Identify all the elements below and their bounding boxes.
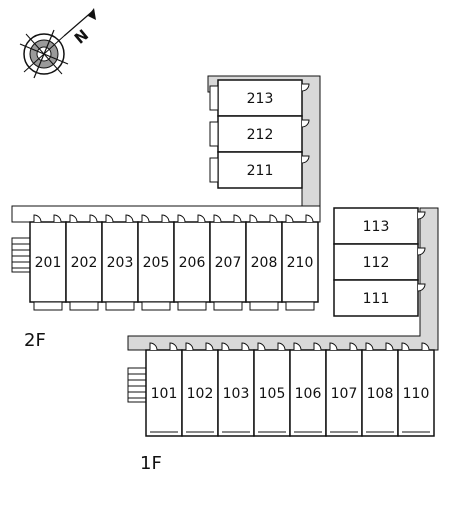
door-icon xyxy=(33,214,42,223)
unit-label: 211 xyxy=(247,163,274,179)
door-icon xyxy=(205,342,214,351)
door-icon xyxy=(417,211,426,220)
unit-label: 108 xyxy=(367,386,394,402)
door-icon xyxy=(305,214,314,223)
unit-201: 201 xyxy=(29,214,67,311)
door-icon xyxy=(269,214,278,223)
unit-label: 101 xyxy=(151,386,178,402)
door-icon xyxy=(177,214,186,223)
door-icon xyxy=(125,214,134,223)
unit-label: 110 xyxy=(403,386,430,402)
door-icon xyxy=(293,342,302,351)
staircase-1f xyxy=(127,367,147,403)
door-icon xyxy=(185,342,194,351)
staircase-2f xyxy=(11,237,31,273)
door-icon xyxy=(285,214,294,223)
unit-208: 208 xyxy=(245,214,283,311)
unit-108: 108 xyxy=(361,342,399,437)
door-icon xyxy=(197,214,206,223)
door-icon xyxy=(69,214,78,223)
unit-label: 203 xyxy=(107,255,134,271)
floor-label-1f: 1F xyxy=(140,453,162,474)
unit-205: 205 xyxy=(137,214,175,311)
unit-202: 202 xyxy=(65,214,103,311)
unit-213: 213 xyxy=(209,79,310,117)
unit-111: 111 xyxy=(333,279,426,317)
unit-label: 207 xyxy=(215,255,242,271)
unit-label: 202 xyxy=(71,255,98,271)
door-icon xyxy=(233,214,242,223)
unit-label: 210 xyxy=(287,255,314,271)
door-icon xyxy=(221,342,230,351)
door-icon xyxy=(277,342,286,351)
door-icon xyxy=(349,342,358,351)
unit-label: 206 xyxy=(179,255,206,271)
door-icon xyxy=(149,342,158,351)
door-icon xyxy=(161,214,170,223)
door-icon xyxy=(257,342,266,351)
door-icon xyxy=(141,214,150,223)
units-2f-main: 201 202 203 205 206 207 208 210 xyxy=(29,214,319,311)
door-icon xyxy=(89,214,98,223)
unit-107: 107 xyxy=(325,342,363,437)
door-icon xyxy=(241,342,250,351)
door-icon xyxy=(53,214,62,223)
unit-label: 112 xyxy=(363,255,390,271)
unit-label: 213 xyxy=(247,91,274,107)
unit-label: 105 xyxy=(259,386,286,402)
unit-203: 203 xyxy=(101,214,139,311)
compass-north-label: N xyxy=(71,26,92,48)
unit-label: 111 xyxy=(363,291,390,307)
door-icon xyxy=(417,247,426,256)
unit-110: 110 xyxy=(397,342,435,437)
unit-label: 102 xyxy=(187,386,214,402)
unit-106: 106 xyxy=(289,342,327,437)
unit-label: 106 xyxy=(295,386,322,402)
door-icon xyxy=(365,342,374,351)
door-icon xyxy=(401,342,410,351)
door-icon xyxy=(421,342,430,351)
unit-113: 113 xyxy=(333,207,426,245)
door-icon xyxy=(301,119,310,128)
unit-label: 103 xyxy=(223,386,250,402)
unit-207: 207 xyxy=(209,214,247,311)
door-icon xyxy=(417,283,426,292)
units-1f-side: 113 112 111 xyxy=(333,207,426,317)
door-icon xyxy=(301,155,310,164)
door-icon xyxy=(213,214,222,223)
door-icon xyxy=(385,342,394,351)
door-icon xyxy=(301,83,310,92)
door-icon xyxy=(169,342,178,351)
unit-101: 101 xyxy=(145,342,183,437)
unit-label: 205 xyxy=(143,255,170,271)
unit-211: 211 xyxy=(209,151,310,189)
door-icon xyxy=(329,342,338,351)
unit-105: 105 xyxy=(253,342,291,437)
units-1f-main: 101 102 103 105 106 107 108 110 xyxy=(145,342,435,437)
door-icon xyxy=(105,214,114,223)
unit-206: 206 xyxy=(173,214,211,311)
unit-102: 102 xyxy=(181,342,219,437)
unit-label: 212 xyxy=(247,127,274,143)
unit-label: 201 xyxy=(35,255,62,271)
unit-112: 112 xyxy=(333,243,426,281)
units-2f-upper: 213 212 211 xyxy=(209,79,310,189)
compass-rose-icon xyxy=(19,8,96,79)
floor-label-2f: 2F xyxy=(24,330,46,351)
unit-label: 107 xyxy=(331,386,358,402)
unit-212: 212 xyxy=(209,115,310,153)
unit-label: 113 xyxy=(363,219,390,235)
door-icon xyxy=(249,214,258,223)
unit-210: 210 xyxy=(281,214,319,311)
door-icon xyxy=(313,342,322,351)
unit-label: 208 xyxy=(251,255,278,271)
unit-103: 103 xyxy=(217,342,255,437)
